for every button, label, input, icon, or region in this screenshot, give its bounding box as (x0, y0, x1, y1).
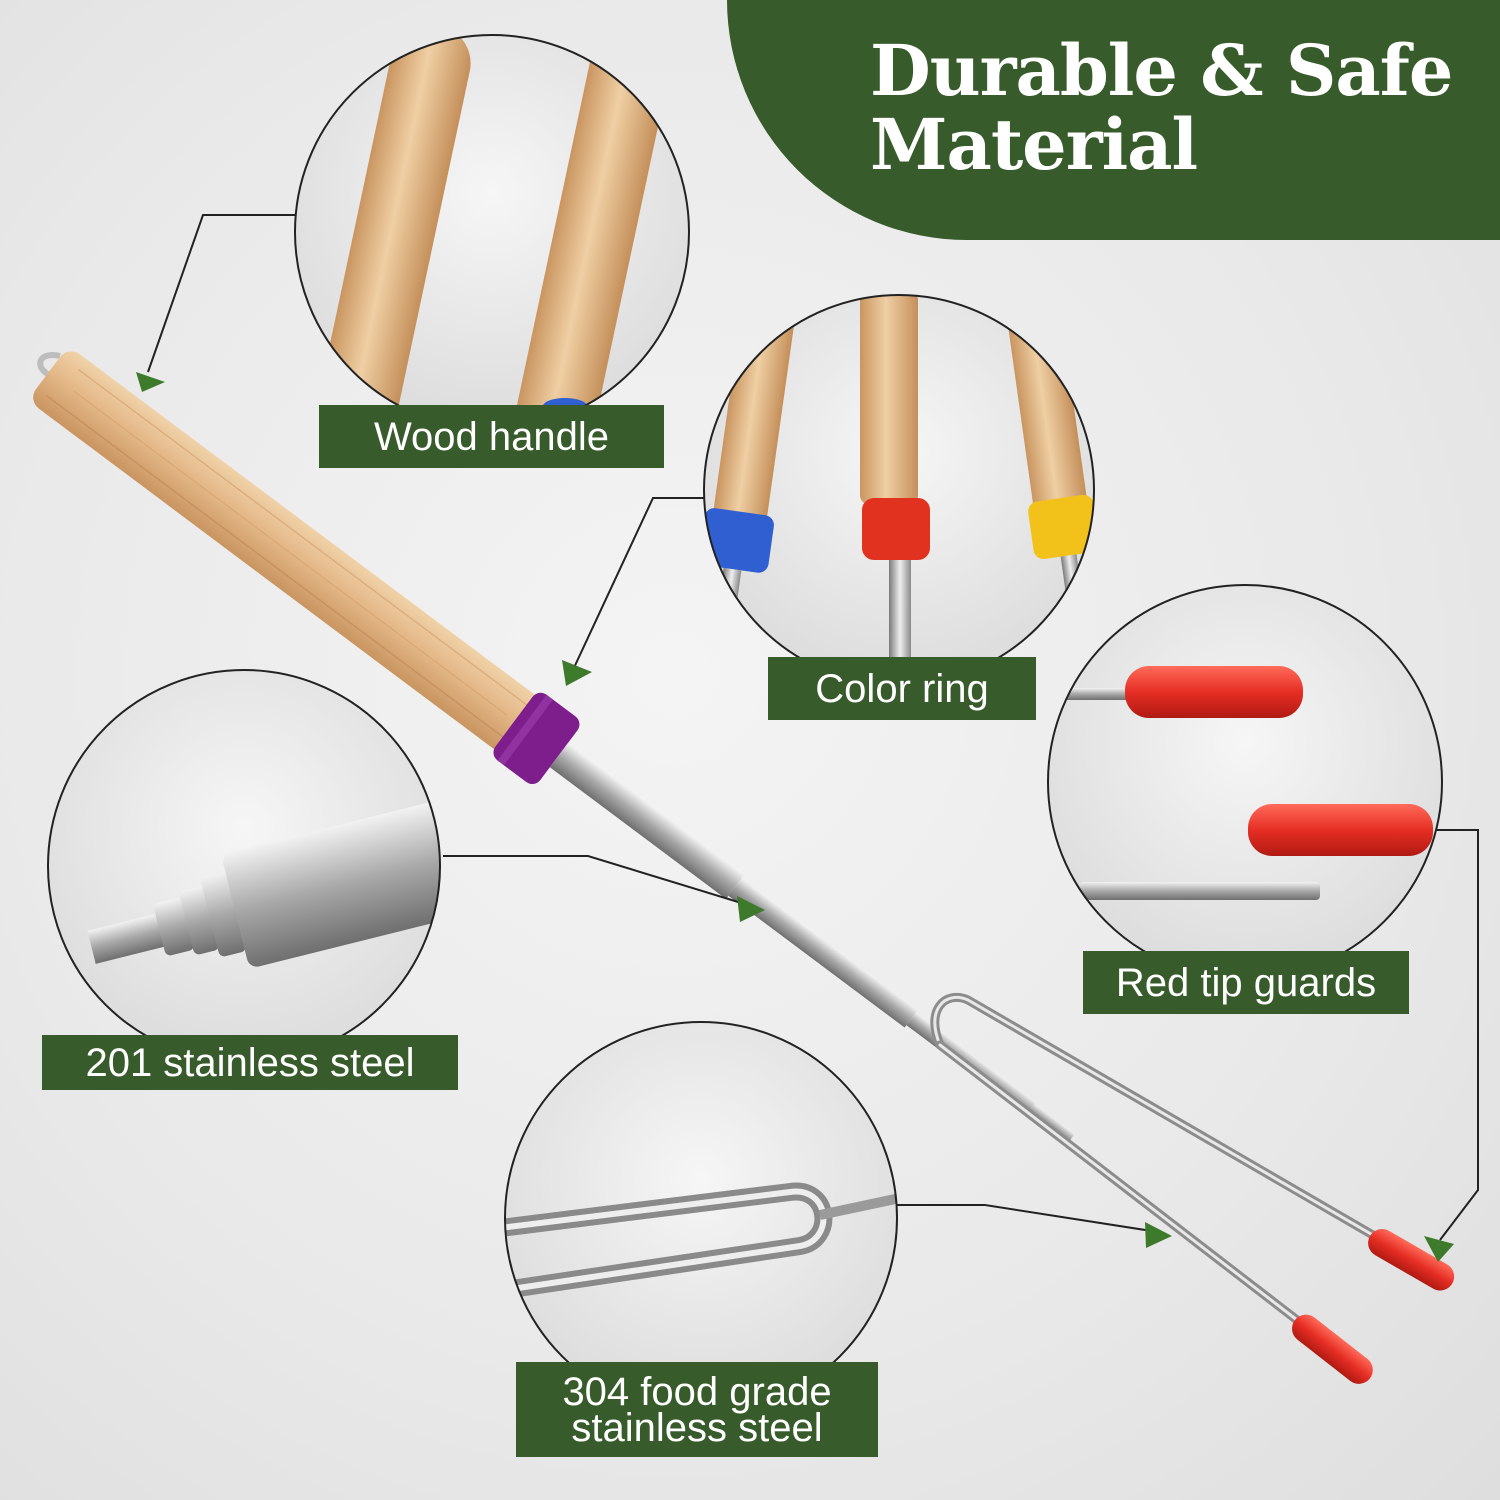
wood-handle-closeup (294, 34, 690, 430)
callout-connectors (147, 214, 1479, 1241)
label-red-tip-guards: Red tip guards (1083, 951, 1409, 1014)
steel-201-closeup (47, 669, 441, 1063)
label-wood-handle: Wood handle (319, 405, 664, 468)
red-tip-guard-lower (1292, 1314, 1373, 1384)
title-line-1: Durable & Safe (870, 29, 1453, 112)
title-banner (727, 0, 1500, 240)
red-tip-guards-closeup (1047, 584, 1443, 980)
label-steel-304-line-1: 304 food grade (562, 1369, 832, 1414)
label-steel-304: 304 food grade stainless steel (516, 1362, 878, 1457)
color-ring-closeup (703, 294, 1095, 686)
label-steel-201-text: 201 stainless steel (85, 1040, 415, 1085)
label-steel-304-line-2: stainless steel (571, 1405, 823, 1450)
label-steel-201: 201 stainless steel (42, 1035, 458, 1090)
wood-handle (33, 351, 544, 755)
label-color-ring-text: Color ring (815, 666, 989, 711)
red-tip-guard-upper (1368, 1229, 1455, 1291)
main-skewer (33, 351, 1455, 1384)
label-red-tip-guards-text: Red tip guards (1115, 960, 1377, 1005)
title-line-2: Material (870, 103, 1198, 186)
label-color-ring: Color ring (768, 657, 1036, 720)
label-wood-handle-text: Wood handle (374, 414, 609, 459)
steel-304-closeup (504, 1021, 898, 1415)
purple-color-ring (493, 692, 580, 785)
page-title: Durable & Safe Material (870, 34, 1490, 182)
callout-arrowheads (136, 372, 1454, 1262)
